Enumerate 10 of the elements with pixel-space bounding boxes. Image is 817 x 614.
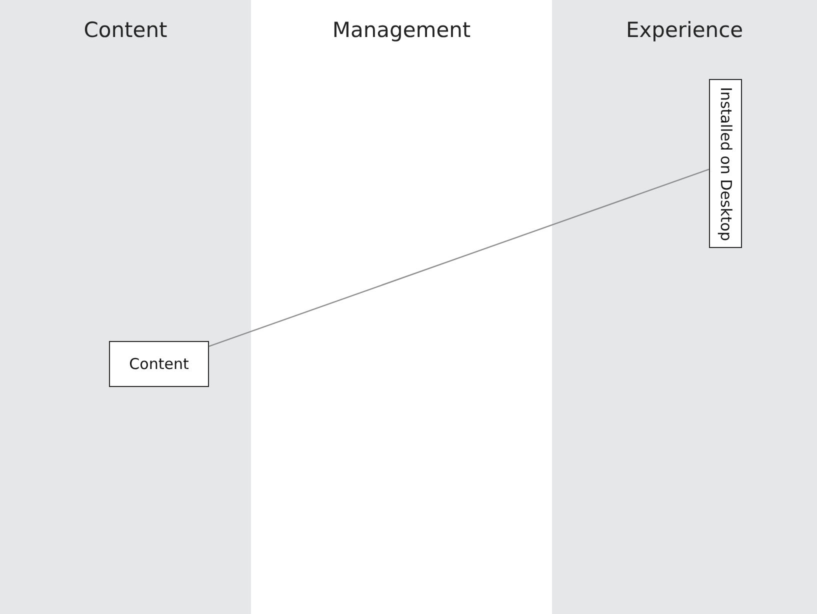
- box-label: Installed on Desktop: [716, 86, 734, 240]
- process-box: [109, 341, 209, 387]
- column-heading: Management: [331, 18, 472, 42]
- column-heading: Content: [82, 18, 168, 42]
- box-label: Content: [129, 355, 189, 373]
- connector-line: [208, 168, 710, 347]
- column-heading: Experience: [624, 18, 744, 42]
- swimlane-column: [552, 0, 817, 614]
- process-box: [709, 79, 742, 248]
- swimlane-column: [0, 0, 251, 614]
